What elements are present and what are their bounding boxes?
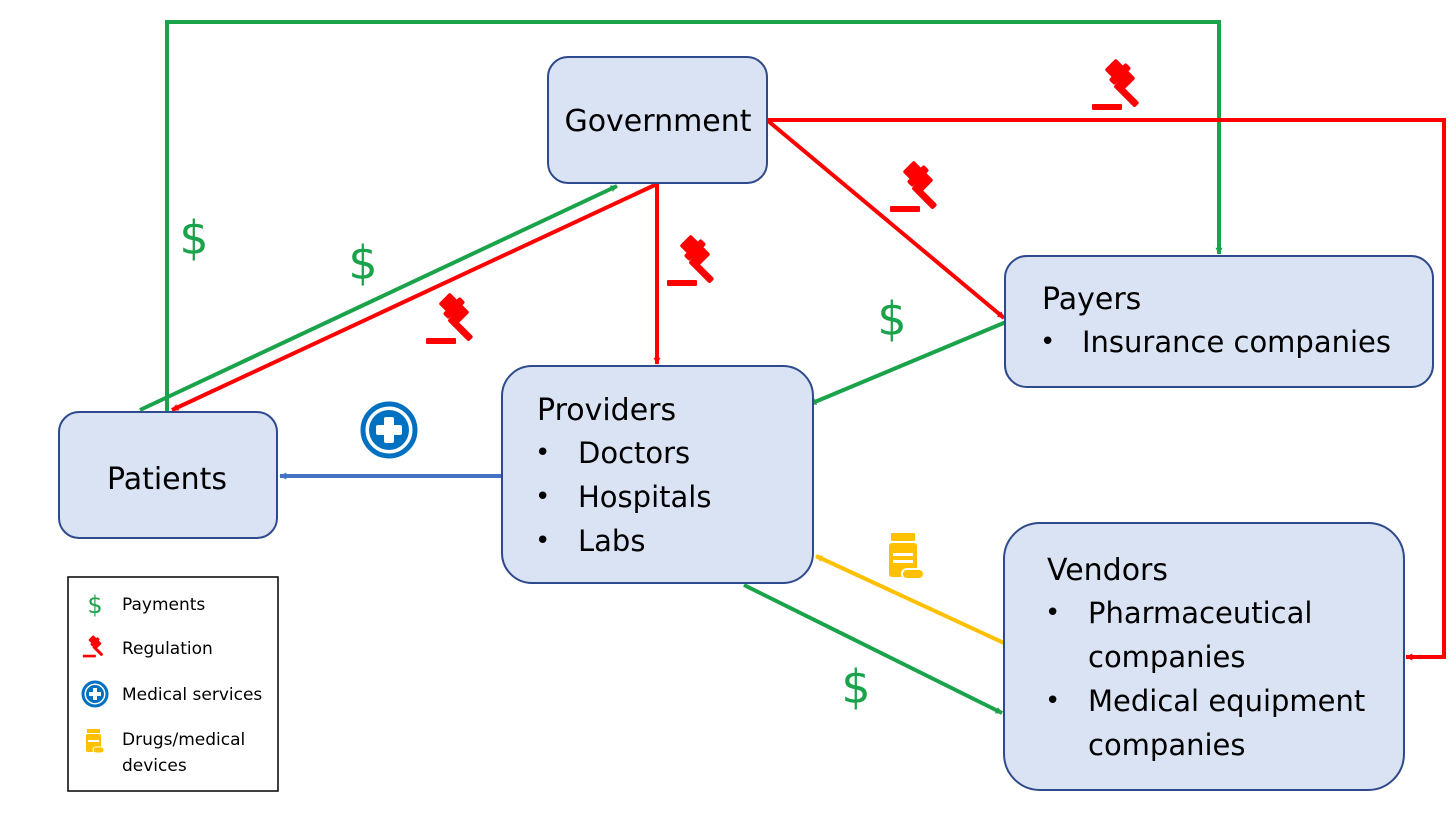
providers-item-doctors: Doctors — [578, 436, 690, 470]
regulation-arrow-government-to-patients — [171, 182, 658, 412]
providers-bullet: • — [535, 482, 550, 512]
vendors-title: Vendors — [1047, 553, 1168, 588]
vendors-bullet: • — [1045, 598, 1060, 628]
government-title: Government — [564, 104, 751, 139]
pill-bottle-icon — [889, 533, 925, 580]
gavel-icon — [667, 234, 715, 286]
payment-arrow-payers-to-providers — [809, 320, 1007, 406]
vendors-item-medical-equipment: Medical equipment — [1088, 684, 1365, 718]
payers-item-insurance: Insurance companies — [1082, 325, 1391, 359]
legend: $ Payments Regulation Medical services D… — [67, 576, 279, 792]
payment-arrow-patients-to-payers — [165, 20, 1223, 412]
legend-label-payments: Payments — [122, 595, 205, 615]
gavel-icon — [1092, 58, 1140, 110]
dollar-icon: $ — [841, 660, 870, 714]
node-government: Government — [547, 56, 768, 184]
payers-title: Payers — [1042, 282, 1141, 317]
legend-label-drugs-line1: Drugs/medical — [122, 730, 245, 750]
dollar-icon: $ — [877, 292, 906, 346]
dollar-icon: $ — [179, 211, 208, 265]
payment-arrow-providers-to-vendors — [743, 583, 1003, 715]
gavel-icon — [426, 292, 474, 344]
medical-cross-icon — [81, 680, 109, 708]
vendors-item-companies-1: companies — [1088, 640, 1246, 674]
vendors-item-companies-2: companies — [1088, 728, 1246, 762]
payment-arrow-patients-to-government — [139, 184, 618, 412]
providers-item-hospitals: Hospitals — [578, 480, 711, 514]
dollar-icon: $ — [348, 236, 377, 290]
payers-bullet: • — [1040, 327, 1055, 357]
regulation-arrow-government-to-vendors — [767, 118, 1446, 661]
legend-label-regulation: Regulation — [122, 639, 213, 659]
providers-item-labs: Labs — [578, 524, 645, 558]
node-vendors: Vendors • Pharmaceutical companies • Med… — [1003, 522, 1405, 791]
node-patients: Patients — [58, 411, 278, 539]
pill-bottle-icon — [86, 729, 105, 754]
vendors-item-pharmaceutical: Pharmaceutical — [1088, 596, 1312, 630]
medical-cross-icon — [360, 401, 418, 459]
providers-bullet: • — [535, 526, 550, 556]
providers-bullet: • — [535, 438, 550, 468]
dollar-icon: $ — [87, 591, 102, 619]
regulation-arrow-government-to-payers — [765, 118, 1006, 320]
patients-title: Patients — [107, 462, 227, 497]
vendors-bullet: • — [1045, 686, 1060, 716]
node-payers: Payers • Insurance companies — [1004, 255, 1434, 388]
providers-title: Providers — [537, 393, 676, 428]
node-providers: Providers • Doctors • Hospitals • Labs — [501, 365, 814, 584]
legend-label-medical-services: Medical services — [122, 685, 262, 705]
legend-label-drugs-line2: devices — [122, 756, 187, 776]
drugs-arrow-vendors-to-providers — [815, 554, 1005, 645]
gavel-icon — [890, 160, 938, 212]
